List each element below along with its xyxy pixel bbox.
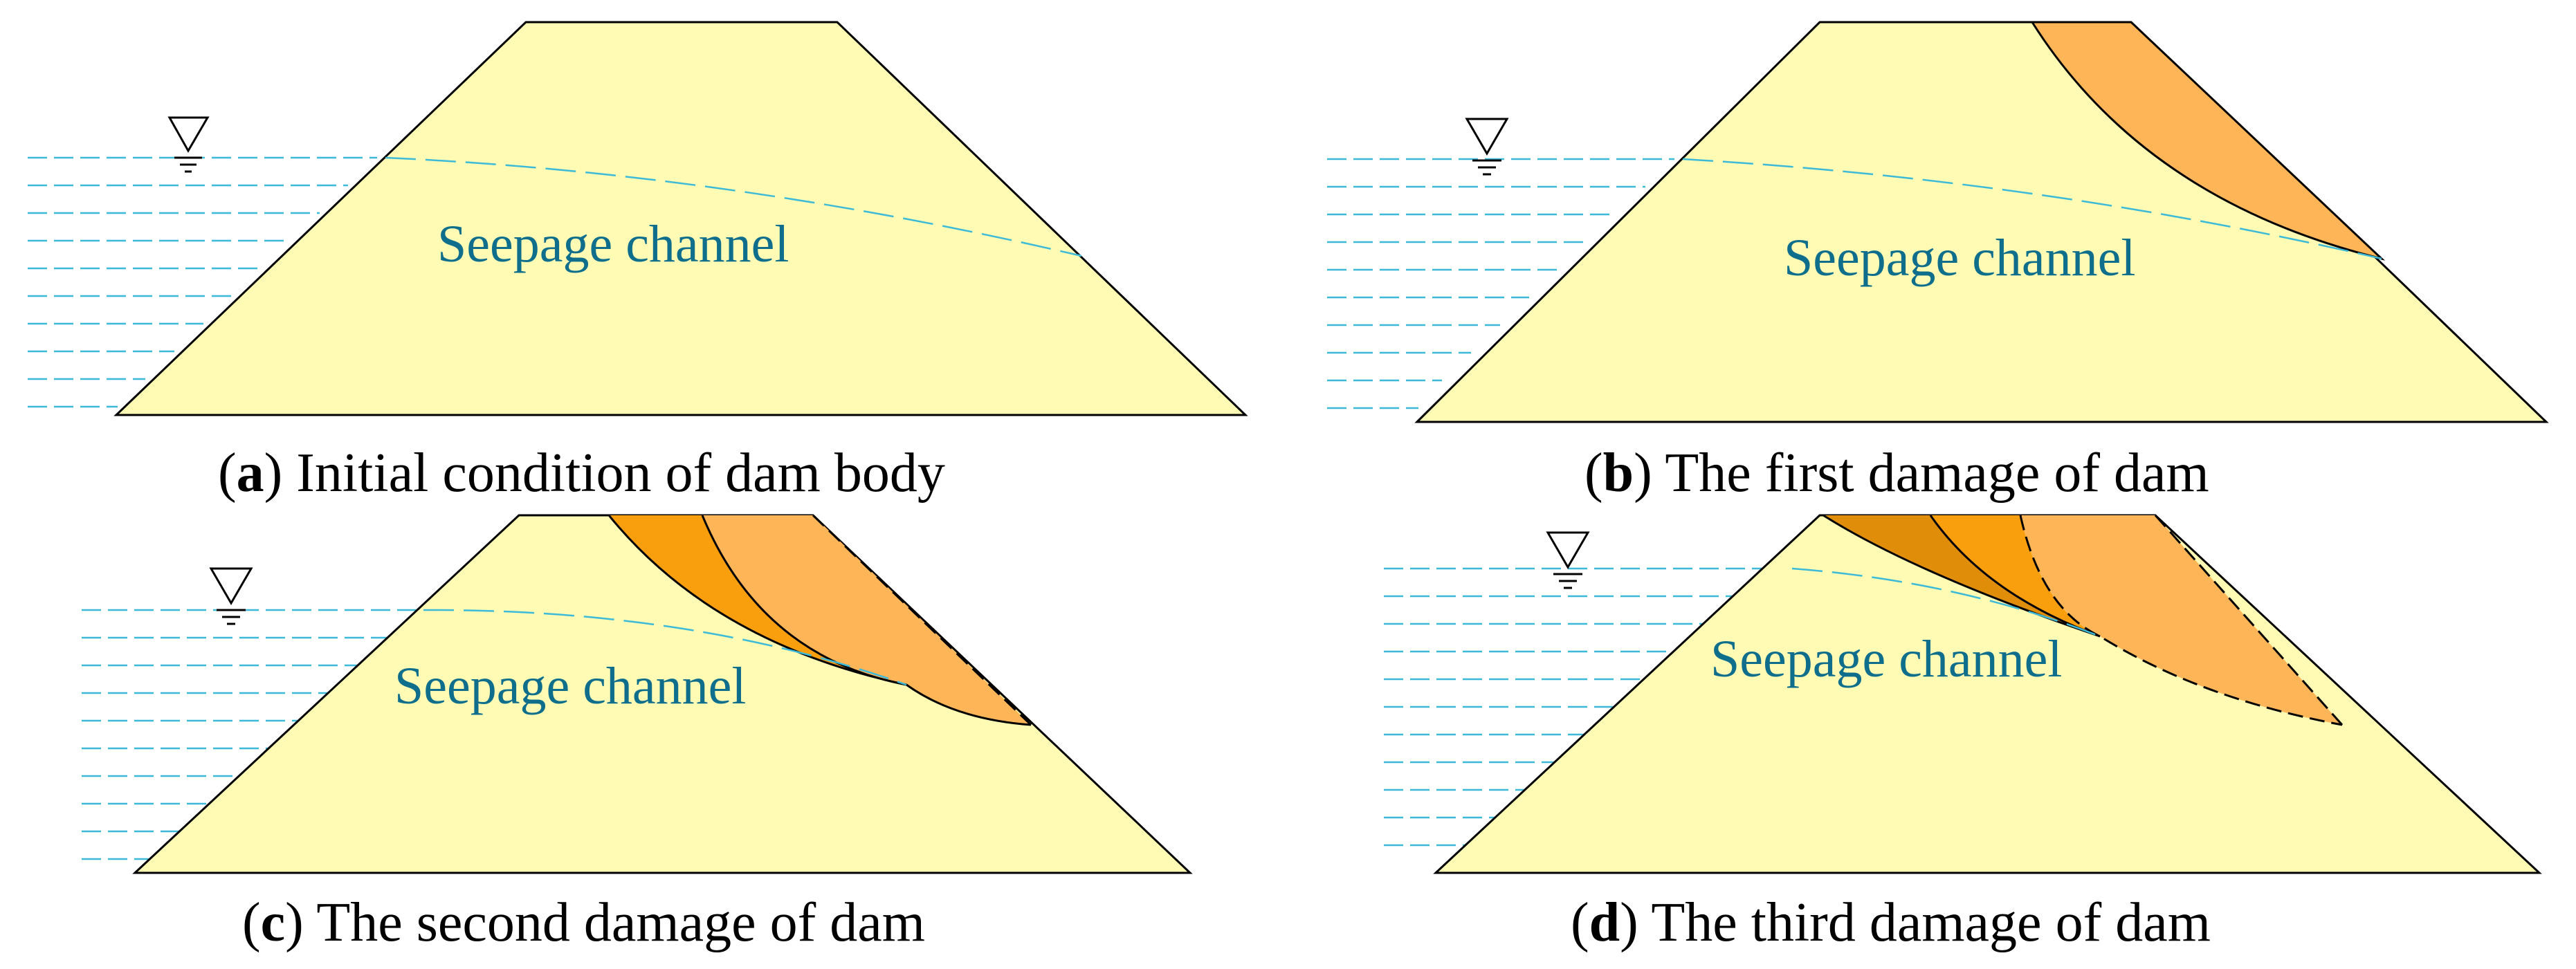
panel-caption-text: The first damage of dam bbox=[1665, 443, 2209, 504]
water-level-triangle-icon bbox=[167, 116, 210, 173]
reservoir-water bbox=[82, 609, 423, 860]
panel-letter: a bbox=[237, 443, 264, 504]
panel-letter: d bbox=[1589, 892, 1620, 953]
seepage-channel-label: Seepage channel bbox=[394, 657, 747, 715]
water-level-triangle-icon bbox=[1465, 118, 1509, 176]
phreatic-line bbox=[423, 609, 907, 686]
seepage-channel-label: Seepage channel bbox=[1784, 229, 2136, 287]
reservoir-water bbox=[28, 156, 377, 408]
panel-c: Seepage channel (c) The second damage of… bbox=[82, 514, 1193, 953]
panel-caption: (b) The first damage of dam bbox=[1584, 443, 2209, 504]
panel-b: Seepage channel (b) The first damage of … bbox=[1327, 21, 2549, 504]
damage-zone-1 bbox=[1823, 515, 2100, 636]
damage-zone-1 bbox=[609, 515, 906, 685]
phreatic-line bbox=[1682, 158, 2382, 260]
damage-zone-3 bbox=[2020, 515, 2342, 725]
panel-d: Seepage channel (d) The third damage of … bbox=[1384, 514, 2542, 953]
damage-zone-2 bbox=[1930, 515, 2100, 636]
dam-body bbox=[1414, 21, 2549, 423]
damage-zone-2 bbox=[702, 515, 1031, 725]
reservoir-water bbox=[1327, 158, 1674, 409]
panel-letter: b bbox=[1603, 443, 1634, 504]
panel-caption-text: The second damage of dam bbox=[316, 892, 925, 953]
water-level-triangle-icon bbox=[209, 567, 253, 625]
panel-caption-text: Initial condition of dam body bbox=[296, 443, 945, 504]
panel-a: Seepage channel (a) Initial condition of… bbox=[28, 21, 1248, 504]
panel-caption: (d) The third damage of dam bbox=[1571, 892, 2211, 953]
dam-body bbox=[113, 21, 1248, 416]
panel-caption: (a) Initial condition of dam body bbox=[218, 443, 945, 504]
panel-caption-text: The third damage of dam bbox=[1651, 892, 2211, 953]
phreatic-line bbox=[385, 156, 1082, 257]
panel-caption: (c) The second damage of dam bbox=[242, 892, 925, 953]
damage-zone-1 bbox=[2030, 21, 2386, 261]
seepage-channel-label: Seepage channel bbox=[1710, 630, 2063, 688]
seepage-channel-label: Seepage channel bbox=[437, 215, 789, 273]
water-level-triangle-icon bbox=[1546, 531, 1590, 589]
panel-letter: c bbox=[261, 892, 286, 953]
phreatic-line bbox=[1791, 567, 2101, 638]
